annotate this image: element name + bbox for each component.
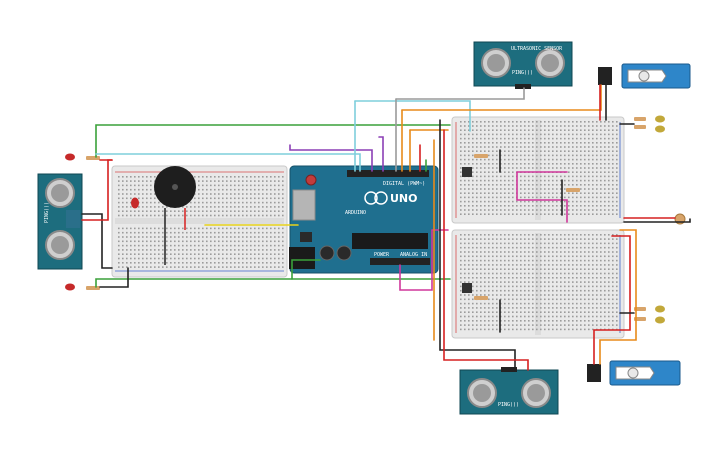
led-red-breadboard: [131, 197, 139, 209]
resistor: [86, 286, 100, 290]
power-header-label: POWER: [374, 252, 390, 258]
analog-header-label: ANALOG IN: [400, 252, 427, 258]
push-button: [462, 283, 472, 293]
sensor-label: PING))): [512, 70, 533, 76]
digital-header: [347, 170, 429, 177]
usb-port: [292, 189, 316, 221]
arduino-model-label: UNO: [390, 192, 418, 205]
sensor-label: PING))): [44, 202, 50, 223]
power-jack: [289, 247, 315, 269]
sensor-caption: ULTRASONIC SENSOR: [511, 46, 563, 52]
piezo-buzzer: [154, 166, 196, 265]
resistor: [86, 156, 100, 160]
arduino-uno-board: DIGITAL (PWM~) UNO ARDUINO POWER ANALOG …: [289, 165, 439, 274]
led-yellow-right-top: [634, 115, 665, 133]
wires: [81, 84, 691, 371]
resistor: [474, 154, 488, 158]
arduino-logo-icon: [364, 191, 378, 205]
led-red-left-bottom: [65, 283, 100, 291]
breadboard-left: [111, 165, 288, 278]
ultrasonic-sensor-bottom: PING))): [459, 367, 559, 415]
breadboard-right-top: [451, 116, 625, 224]
reset-button: [305, 174, 317, 186]
digital-header-label: DIGITAL (PWM~): [383, 181, 425, 187]
push-button: [462, 167, 472, 177]
resistor: [566, 188, 580, 192]
arduino-brand-label: ARDUINO: [345, 210, 366, 216]
led-yellow-right-bottom: [634, 305, 665, 324]
servo-motor-bottom: [587, 360, 681, 386]
servo-motor-top: [598, 63, 691, 89]
sensor-label: PING))): [498, 402, 519, 408]
breadboard-right-bottom: [451, 229, 625, 339]
resistor: [474, 296, 488, 300]
led-red-left-top: [65, 153, 100, 161]
analog-header: [370, 258, 430, 265]
atmega-chip: [352, 233, 428, 249]
ultrasonic-sensor-left: PING))): [37, 173, 83, 270]
ultrasonic-sensor-top: ULTRASONIC SENSOR PING))): [473, 41, 573, 89]
